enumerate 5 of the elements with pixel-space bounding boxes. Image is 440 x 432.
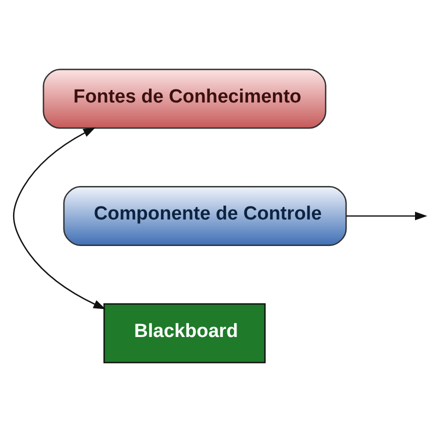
node-box: Blackboard bbox=[103, 303, 266, 364]
arrow bbox=[346, 212, 428, 220]
node-box: Fontes de Conhecimento bbox=[42, 68, 326, 129]
node-box: Componente de Controle bbox=[63, 186, 347, 246]
arrow bbox=[13, 127, 106, 310]
